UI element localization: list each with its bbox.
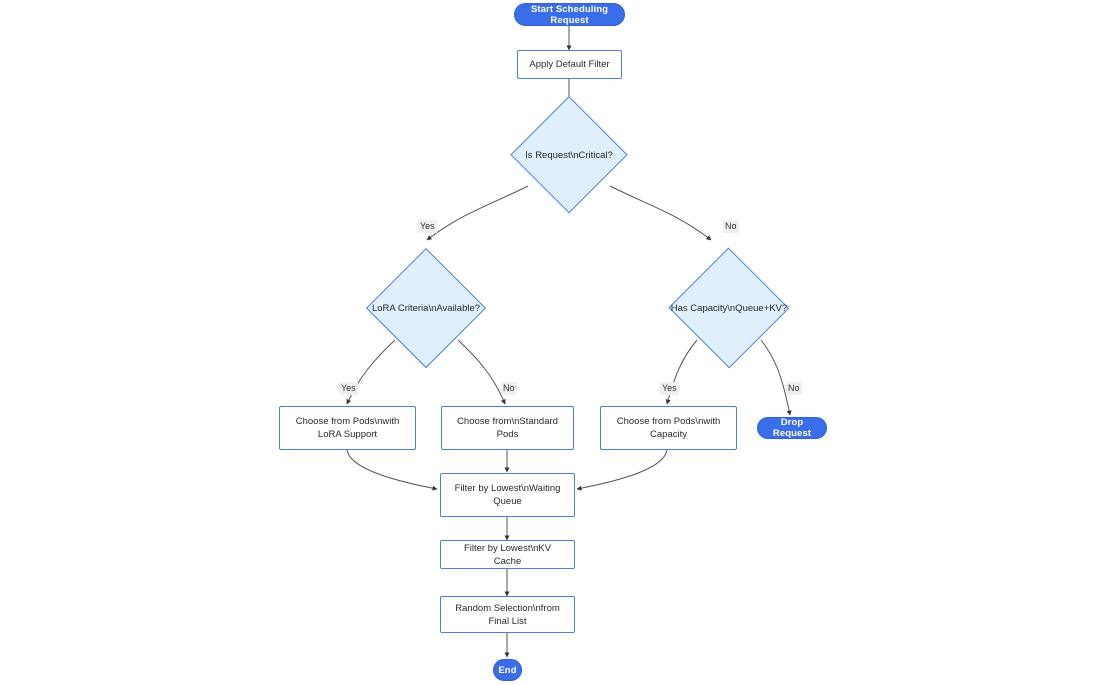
node-random-selection-line2: Final List xyxy=(488,615,527,627)
node-choose-lora-pods-line2: LoRA Support xyxy=(317,429,378,440)
node-filter-kv-cache[interactable]: Filter by Lowest\nKV Cache xyxy=(440,540,575,569)
edge-choose-capacity-pods-to-filter-waiting-queue xyxy=(576,449,668,491)
edge-label-capacity-yes: Yes xyxy=(660,382,679,395)
edge-label-critical-yes: Yes xyxy=(418,220,437,233)
node-drop-request-label: Drop Request xyxy=(772,417,812,439)
edge-is-critical-yes-to-lora-criteria xyxy=(426,185,529,241)
node-choose-capacity-pods-line1: Choose from Pods\nwith xyxy=(616,416,721,427)
node-filter-waiting-queue-line2: Queue xyxy=(493,496,522,507)
node-random-selection-line1: Random Selection\nfrom xyxy=(455,602,560,614)
node-start[interactable]: Start Scheduling Request xyxy=(514,3,625,26)
node-choose-standard-pods-line2: Pods xyxy=(496,429,519,440)
edge-label-lora-no: No xyxy=(501,382,517,395)
node-apply-default-filter-label: Apply Default Filter xyxy=(529,59,610,70)
edge-label-capacity-no: No xyxy=(786,382,802,395)
node-start-label: Start Scheduling Request xyxy=(530,3,609,26)
node-end[interactable]: End xyxy=(493,659,522,681)
node-end-label: End xyxy=(498,664,517,676)
edge-has-capacity-no-to-drop-request xyxy=(760,339,792,416)
edge-label-lora-yes: Yes xyxy=(339,382,358,395)
node-choose-capacity-pods[interactable]: Choose from Pods\nwith Capacity xyxy=(600,406,737,450)
node-choose-lora-pods-line1: Choose from Pods\nwith xyxy=(295,416,400,427)
edge-label-critical-no: No xyxy=(723,220,739,233)
node-choose-standard-pods-line1: Choose from\nStandard xyxy=(457,416,558,427)
edge-choose-lora-pods-to-filter-waiting-queue xyxy=(346,449,438,491)
node-filter-waiting-queue-line1: Filter by Lowest\nWaiting xyxy=(454,483,561,494)
node-choose-capacity-pods-line2: Capacity xyxy=(650,429,687,440)
node-choose-lora-pods[interactable]: Choose from Pods\nwith LoRA Support xyxy=(279,406,416,450)
node-apply-default-filter[interactable]: Apply Default Filter xyxy=(517,50,622,79)
node-drop-request[interactable]: Drop Request xyxy=(757,417,827,439)
node-filter-waiting-queue[interactable]: Filter by Lowest\nWaiting Queue xyxy=(440,473,575,517)
edge-is-critical-no-to-has-capacity xyxy=(609,185,712,241)
node-filter-kv-cache-label: Filter by Lowest\nKV Cache xyxy=(463,542,552,567)
node-random-selection[interactable]: Random Selection\nfrom Final List xyxy=(440,596,575,633)
edge-lora-criteria-no-to-choose-standard-pods xyxy=(457,339,506,405)
node-choose-standard-pods[interactable]: Choose from\nStandard Pods xyxy=(441,406,574,450)
